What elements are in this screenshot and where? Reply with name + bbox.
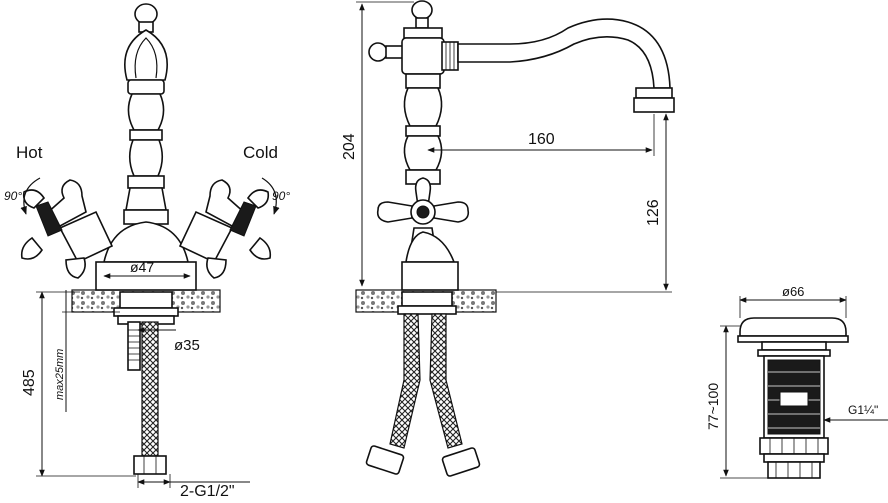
drain-view (720, 296, 888, 479)
label-thread-g114: G1¼" (848, 403, 878, 417)
label-height-126: 126 (645, 199, 662, 226)
label-rotation-left: 90° (4, 189, 22, 203)
hot-handle (20, 179, 114, 279)
hose-left (389, 313, 421, 449)
label-height-204: 204 (341, 133, 358, 160)
label-thread-g12: 2-G1/2" (180, 483, 235, 500)
label-cold: Cold (243, 143, 278, 162)
label-max-25mm: max25mm (54, 349, 66, 400)
spout (457, 18, 671, 89)
label-rotation-right: 90° (272, 189, 290, 203)
label-height-485: 485 (21, 369, 38, 396)
front-view (20, 3, 280, 488)
label-diameter-47: ø47 (130, 259, 154, 275)
side-view (355, 0, 675, 477)
label-hot: Hot (16, 143, 43, 162)
label-height-77-100: 77~100 (705, 383, 721, 430)
label-diameter-66: ø66 (782, 284, 804, 299)
label-diameter-35: ø35 (174, 337, 200, 354)
hose-right (429, 313, 463, 449)
label-reach-160: 160 (528, 131, 555, 148)
cold-handle (178, 179, 272, 279)
